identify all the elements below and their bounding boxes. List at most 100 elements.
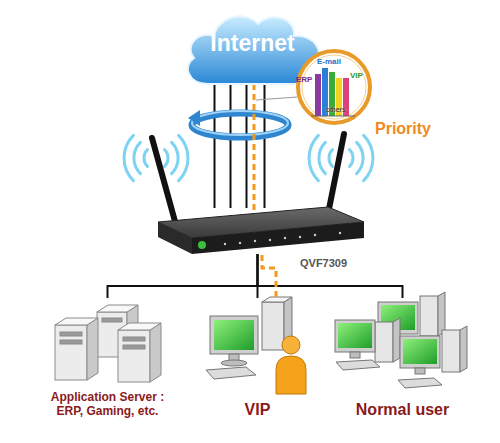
server-front bbox=[55, 325, 87, 380]
pc-tower bbox=[375, 322, 393, 362]
cloud-shape bbox=[180, 8, 325, 84]
bar-label: ERP bbox=[296, 75, 312, 84]
pc-tower-side bbox=[438, 292, 445, 336]
router-logo bbox=[198, 241, 206, 249]
pc-tower-side bbox=[284, 297, 292, 350]
monitor-frame bbox=[335, 320, 375, 352]
monitor-screen bbox=[403, 339, 437, 364]
vip-priority-path bbox=[262, 255, 276, 300]
bar-baseline bbox=[311, 116, 355, 117]
magnifier-lens bbox=[298, 51, 370, 123]
wifi-arc bbox=[329, 150, 333, 167]
pc-tower bbox=[442, 330, 460, 372]
router-side bbox=[158, 222, 192, 254]
monitor-frame bbox=[210, 316, 258, 354]
server-side bbox=[87, 318, 98, 380]
qos-ring bbox=[192, 113, 288, 137]
led bbox=[269, 239, 271, 241]
server-group: Application Server : ERP, Gaming, etc. bbox=[40, 298, 175, 426]
bar-label: others bbox=[326, 106, 345, 114]
leader-line bbox=[256, 97, 297, 100]
pc-tower bbox=[420, 296, 438, 336]
cloud-label: Internet bbox=[180, 30, 325, 56]
router-leds bbox=[224, 232, 341, 245]
device-label: Normal user bbox=[330, 401, 475, 419]
wifi-waves bbox=[124, 135, 373, 180]
router-body bbox=[158, 207, 364, 254]
keyboard bbox=[206, 367, 256, 379]
device-label: Application Server : ERP, Gaming, etc. bbox=[40, 391, 175, 419]
ring-arrowhead bbox=[188, 110, 200, 126]
network-link bbox=[215, 84, 265, 208]
priority-magnifier: E-mailERPVIPothersPriority bbox=[295, 48, 373, 126]
wifi-arc bbox=[319, 142, 325, 173]
router-top bbox=[158, 207, 364, 238]
vip-group: VIP bbox=[205, 298, 310, 422]
server-top bbox=[97, 305, 138, 312]
led bbox=[239, 242, 241, 244]
wifi-arc bbox=[124, 135, 133, 180]
user-group: Normal user bbox=[330, 298, 475, 422]
priority-bar bbox=[322, 68, 328, 116]
monitor-stand bbox=[415, 368, 425, 374]
monitor-stand bbox=[229, 354, 239, 362]
person-head bbox=[282, 336, 300, 354]
network-link bbox=[257, 254, 259, 298]
monitor-screen bbox=[214, 320, 254, 350]
wifi-arc bbox=[144, 150, 148, 167]
monitor-screen bbox=[338, 323, 372, 348]
server-front bbox=[118, 330, 150, 382]
led bbox=[284, 237, 286, 239]
wifi-arc bbox=[350, 150, 354, 167]
monitor-base bbox=[221, 360, 247, 366]
led bbox=[314, 234, 316, 236]
wifi-arc bbox=[357, 142, 363, 173]
wifi-arc bbox=[364, 135, 373, 180]
priority-bar bbox=[315, 74, 321, 116]
pc-tower-side bbox=[393, 318, 400, 362]
server-front bbox=[97, 312, 127, 357]
wifi-arc bbox=[134, 142, 140, 173]
monitor-frame bbox=[378, 302, 418, 334]
server-side bbox=[150, 323, 161, 382]
server-side bbox=[127, 305, 138, 357]
bar-label: VIP bbox=[350, 71, 363, 80]
antenna bbox=[328, 134, 344, 214]
magnifier-shape bbox=[295, 48, 373, 126]
monitor-stand bbox=[350, 352, 360, 358]
qos-ring-highlight bbox=[192, 111, 288, 135]
wifi-arc bbox=[179, 135, 188, 180]
wifi-arc bbox=[309, 135, 318, 180]
server-top bbox=[55, 318, 98, 325]
pc-tower-side bbox=[460, 326, 467, 372]
router: QVF7309 bbox=[150, 208, 365, 254]
led bbox=[254, 240, 256, 242]
person-body bbox=[276, 356, 306, 394]
keyboard bbox=[336, 360, 380, 370]
priority-bar bbox=[343, 78, 349, 116]
wifi-left bbox=[124, 135, 188, 180]
pc-tower bbox=[262, 302, 284, 350]
bar-label: E-mail bbox=[317, 57, 341, 66]
vip-person bbox=[276, 336, 306, 394]
monitor-frame bbox=[400, 336, 440, 368]
drive-bay bbox=[102, 318, 122, 322]
priority-label: Priority bbox=[375, 120, 431, 138]
antenna bbox=[152, 138, 176, 225]
led bbox=[224, 243, 226, 245]
normal-pcs bbox=[335, 292, 467, 388]
wifi-arc bbox=[165, 150, 169, 167]
vip-pc bbox=[206, 297, 292, 379]
server-top bbox=[118, 323, 161, 330]
servers bbox=[55, 305, 161, 382]
drive-bay bbox=[123, 337, 145, 341]
internet-cloud: Internet bbox=[180, 8, 325, 84]
priority-bar bbox=[329, 72, 335, 116]
keyboard bbox=[398, 378, 442, 388]
cloud-outline bbox=[188, 16, 319, 84]
